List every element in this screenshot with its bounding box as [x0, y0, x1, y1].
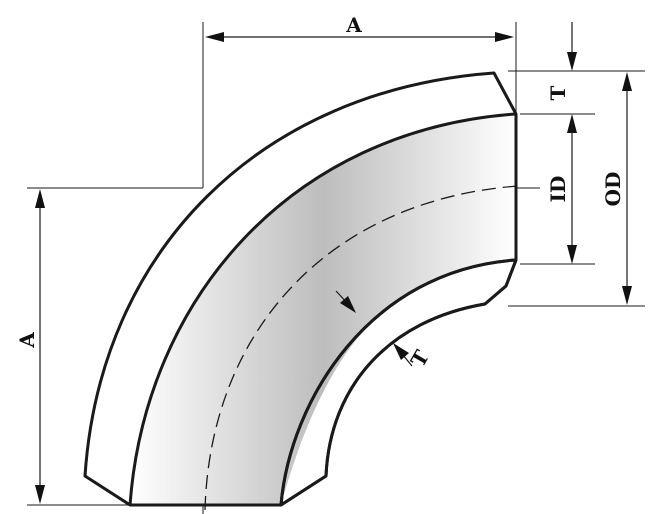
- dimension-inner-diameter: [567, 120, 577, 264]
- label-t-inner: T: [406, 346, 434, 371]
- dimension-wall-thickness-inner: [335, 290, 413, 367]
- elbow-body: [83, 71, 518, 507]
- centerline: [204, 185, 519, 511]
- dimension-outer-diameter: [622, 72, 632, 305]
- dimension-top-a: [205, 32, 514, 42]
- label-a-left: A: [15, 332, 39, 349]
- dimension-left-a: [35, 189, 45, 504]
- bore: [130, 114, 516, 505]
- label-a-top: A: [345, 13, 362, 37]
- label-t-top: T: [546, 85, 570, 100]
- label-od: OD: [601, 172, 625, 207]
- dimension-wall-thickness: [567, 22, 577, 133]
- label-id: ID: [546, 176, 570, 203]
